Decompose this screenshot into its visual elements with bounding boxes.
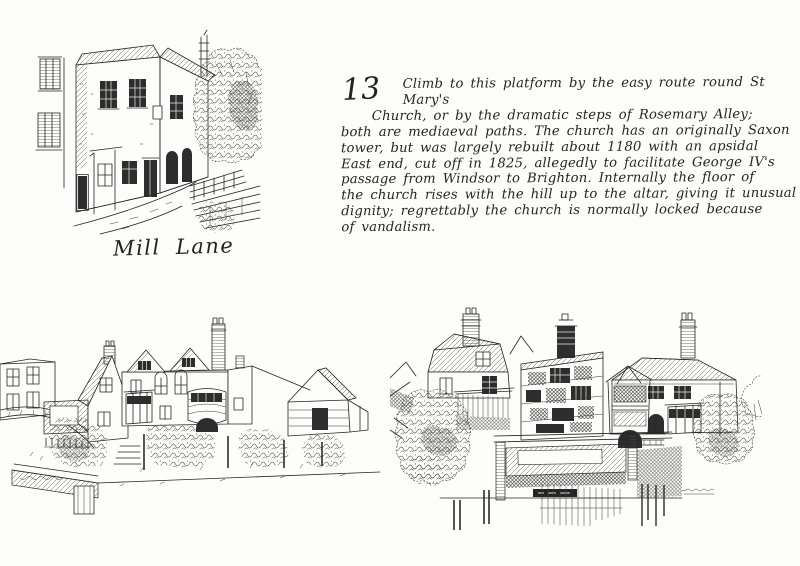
entry-line: of vandalism. [341,219,436,236]
lane [73,181,197,235]
tree-scribble [741,375,762,421]
entry-line: both are mediaeval paths. The church has… [340,122,790,140]
fence [189,169,247,201]
entry-line: Climb to this platform by the easy route… [402,74,765,108]
piles [453,483,665,530]
mill-lane-caption: Mill Lane [112,233,235,261]
main-house [121,317,229,432]
river-wall [439,431,683,501]
house-backs-right-sketch [390,307,762,530]
trees-foliage [192,47,262,234]
artist-signature [681,488,715,495]
middle-building [520,313,604,441]
bushes-left [394,389,472,486]
entry-text: Climb to this platform by the easy route… [341,75,800,236]
entry-line: dignity; regrettably the church is norma… [341,202,763,220]
background-gable [509,335,534,355]
left-house-fragment [35,56,65,189]
house-backs-left-sketch [0,317,381,515]
aerial-mast [198,29,210,77]
retaining-wall [11,463,381,515]
mill-lane-house [75,44,216,215]
mansard-house [427,307,515,430]
right-buildings [227,355,369,437]
mill-lane-sketch [35,29,262,235]
bushes-right [693,393,755,465]
entry-line: tower, but was largely rebuilt about 118… [340,138,759,156]
garden [29,417,345,473]
